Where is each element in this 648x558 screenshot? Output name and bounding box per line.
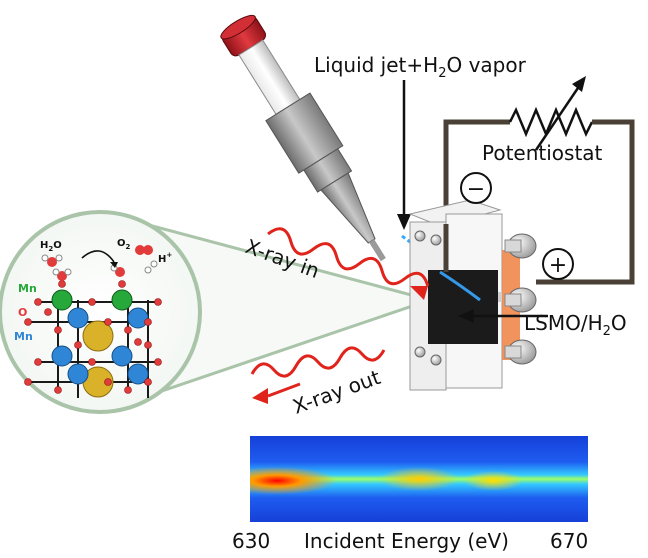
spectrum-xmax-label: 670 xyxy=(550,529,588,553)
xray-in-wave xyxy=(267,227,430,300)
spectrum-xmin-label: 630 xyxy=(232,529,270,553)
la-sr-atoms xyxy=(82,320,114,398)
hydrogen-ions xyxy=(144,260,158,274)
plus-label: + xyxy=(549,253,567,278)
plus-terminal xyxy=(542,248,574,280)
liquid-jet-pointer xyxy=(397,80,411,230)
minus-label: − xyxy=(467,177,485,202)
lsmo-label: LSMO/H2O xyxy=(524,311,627,339)
inset-hplus-label: H+ xyxy=(158,251,172,265)
variable-arrow xyxy=(534,81,584,151)
reaction-arrow xyxy=(81,250,115,263)
inset-h2o-label: H2O xyxy=(40,240,62,253)
inset-mn-bottom-label: Mn xyxy=(14,330,33,343)
xray-out-wave xyxy=(250,346,386,404)
mn-blue-atoms xyxy=(51,307,149,385)
minus-terminal xyxy=(460,172,492,204)
liquid-jet-label: Liquid jet+H2O vapor xyxy=(314,53,527,81)
o2-molecule xyxy=(110,245,153,277)
inset-o-label: O xyxy=(18,306,27,319)
lattice-inset xyxy=(0,210,202,414)
inset-o2-label: O2 xyxy=(117,238,131,251)
variable-arrow-head xyxy=(572,76,586,92)
potentiostat-circuit xyxy=(443,76,635,285)
potentiostat-label: Potentiostat xyxy=(482,141,603,165)
spectrum-xlabel: Incident Energy (eV) xyxy=(304,529,509,553)
inset-mn-top-label: Mn xyxy=(18,282,37,295)
mn-green-atoms xyxy=(51,289,133,311)
xray-out-label: X-ray out xyxy=(290,365,384,419)
water-molecule xyxy=(41,254,72,281)
lsmo-sample xyxy=(428,270,498,344)
oxygen-atoms xyxy=(24,280,162,394)
cell-screws xyxy=(504,233,537,365)
electrochemical-cell xyxy=(408,199,537,391)
lsmo-pointer xyxy=(458,309,548,323)
rixs-spectrum-map xyxy=(250,436,588,522)
